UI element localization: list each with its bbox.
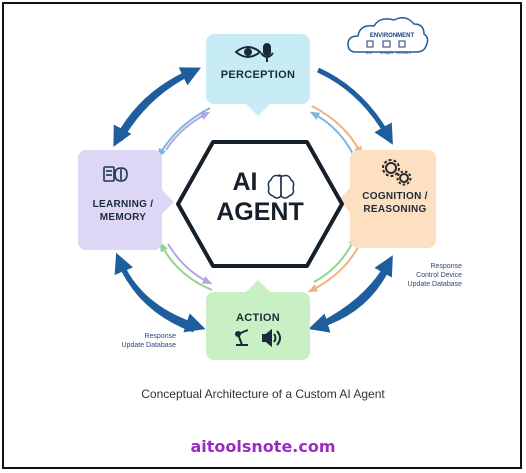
brain-icon — [267, 174, 295, 199]
speaker-icon — [262, 328, 281, 348]
learning-label-line2: MEMORY — [99, 212, 147, 223]
environment-title: ENVIRONMENT — [369, 33, 415, 39]
robot-arm-icon — [235, 329, 249, 346]
environment-item-text: Text — [365, 50, 373, 55]
center-hexagon — [176, 140, 344, 268]
perception-box — [206, 34, 310, 116]
thin-arrow-cognition-action — [307, 243, 361, 293]
cognition-label: COGNITION / REASONING — [352, 190, 438, 216]
action-box — [206, 280, 310, 360]
thin-arrow-perception-learning — [157, 107, 211, 159]
env-images-icon — [382, 40, 391, 48]
perception-label: PERCEPTION — [220, 69, 296, 81]
diagram-caption: Conceptual Architecture of a Custom AI A… — [141, 387, 385, 401]
arrow-perception-to-learning — [113, 71, 188, 147]
annotation-left-line1: Response — [144, 333, 176, 340]
annotation-right-line1: Response — [430, 263, 462, 270]
arrow-perception-to-cognition — [316, 67, 393, 145]
thin-arrow-learning-perception — [165, 111, 211, 151]
cognition-box — [338, 150, 436, 248]
learning-box — [78, 150, 174, 250]
arrow-learning-to-action — [119, 264, 206, 333]
annotation-left: Response Update Database — [100, 332, 176, 350]
thin-arrow-cognition-perception — [309, 111, 355, 157]
brand-watermark: aitoolsnote.com — [190, 437, 336, 456]
gears-icon — [382, 159, 412, 186]
cognition-label-line2: REASONING — [363, 204, 427, 215]
book-brain-icon — [103, 166, 128, 182]
env-text-icon — [366, 40, 374, 48]
environment-item-sensors: Sensors — [396, 50, 411, 55]
annotation-left-line2: Update Database — [121, 342, 176, 349]
agent-ai-text: AI — [232, 168, 258, 196]
environment-item-images: Images — [380, 50, 394, 55]
env-sensors-icon — [398, 40, 406, 48]
thin-arrow-perception-cognition — [311, 105, 363, 157]
eye-icon — [234, 46, 262, 58]
thin-arrow-learning-action — [167, 243, 213, 285]
learning-label-line1: LEARNING / — [92, 199, 154, 210]
learning-label: LEARNING / MEMORY — [80, 198, 166, 224]
environment-cloud — [347, 17, 429, 53]
arrow-learning-to-perception — [117, 67, 201, 142]
thin-arrow-action-learning — [159, 241, 213, 291]
agent-agent-text: AGENT — [216, 198, 304, 226]
microphone-icon — [260, 43, 274, 62]
annotation-right-line3: Update Database — [407, 281, 462, 288]
cognition-label-line1: COGNITION / — [362, 191, 428, 202]
action-label: ACTION — [236, 312, 280, 324]
annotation-right: Response Control Device Update Database — [392, 262, 462, 289]
annotation-right-line2: Control Device — [416, 272, 462, 279]
arrow-action-to-cognition — [320, 255, 393, 327]
